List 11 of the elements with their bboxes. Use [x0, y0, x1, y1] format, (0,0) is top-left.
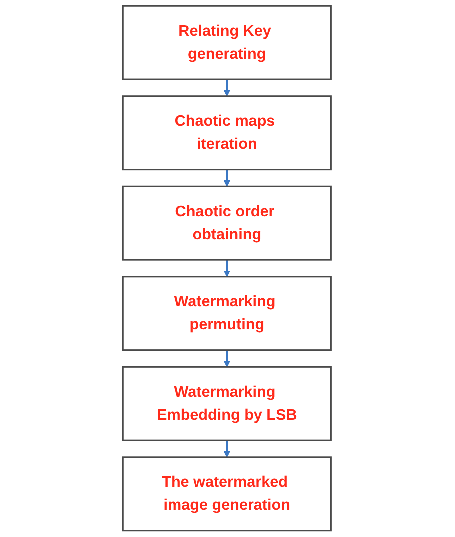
node-box: The watermarked image generation — [122, 456, 332, 532]
node-box: Watermarking permuting — [122, 276, 332, 352]
node-box: Chaotic order obtaining — [122, 186, 332, 261]
arrow — [224, 170, 231, 187]
arrow — [224, 80, 231, 97]
arrow — [224, 350, 231, 368]
node-box: Chaotic maps iteration — [122, 96, 332, 171]
node-box: Relating Key generating — [122, 5, 332, 80]
arrow — [224, 260, 231, 278]
node-box: Watermarking Embedding by LSB — [122, 366, 332, 442]
arrow — [224, 440, 231, 458]
